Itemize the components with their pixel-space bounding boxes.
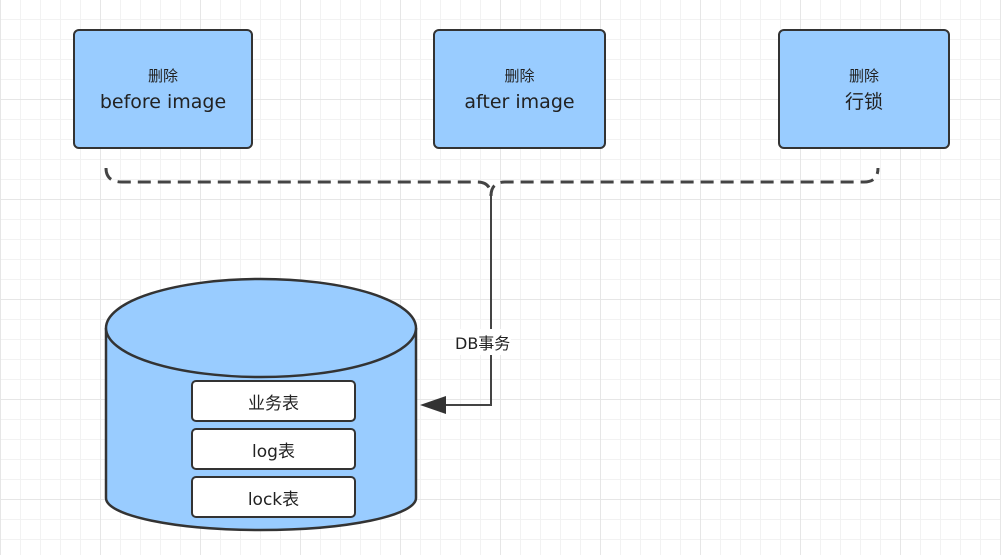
step-delete-row-lock: 删除 行锁 bbox=[778, 29, 950, 149]
transaction-arrow-line bbox=[444, 196, 492, 406]
step-title: 删除 bbox=[147, 67, 178, 85]
step-delete-after-image: 删除 after image bbox=[433, 29, 606, 149]
table-log: log表 bbox=[191, 428, 356, 470]
step-subtitle: 行锁 bbox=[844, 91, 883, 113]
arrowhead bbox=[420, 396, 446, 414]
grouping-brace bbox=[104, 167, 880, 197]
step-subtitle: before image bbox=[99, 91, 227, 113]
edge-label-db-transaction: DB事务 bbox=[454, 329, 512, 355]
table-business: 业务表 bbox=[191, 380, 356, 422]
step-subtitle: after image bbox=[464, 91, 575, 113]
table-lock: lock表 bbox=[191, 476, 356, 518]
step-title: 删除 bbox=[848, 67, 879, 85]
step-title: 删除 bbox=[504, 67, 535, 85]
step-delete-before-image: 删除 before image bbox=[73, 29, 253, 149]
